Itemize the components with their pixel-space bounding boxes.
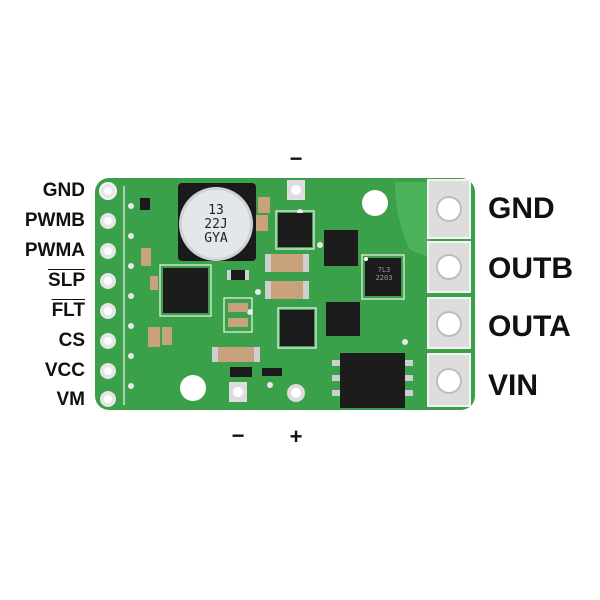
pin-label-cs: CS [58,330,85,351]
bottom-plus-label: + [289,424,303,449]
terminal-label-outa: OUTA [488,310,571,343]
regulator-ic [332,353,413,408]
left-header-pads [99,182,117,407]
terminal-label-gnd: GND [488,192,555,225]
right-terminal-pads [427,179,471,407]
mounting-hole-top [362,190,388,216]
capacitor-line-1: 13 [208,203,224,218]
driver-ic [163,268,208,313]
pin-label-gnd: GND [42,180,85,201]
small-ic-line-1: 7L3 [377,266,391,274]
vias [128,203,408,389]
pin-label-vcc: VCC [44,360,85,381]
pin-label-slp: SLP [48,270,85,291]
pin-label-pwma: PWMA [24,240,85,261]
capacitor-line-3: GYA [204,231,228,246]
mounting-hole-bottom [180,375,206,401]
terminal-label-outb: OUTB [488,252,573,285]
small-passives [140,197,282,377]
terminal-label-vin: VIN [488,369,539,402]
silkscreen [123,186,405,405]
ceramic-capacitors [212,254,309,362]
mosfets [278,213,360,346]
pin-label-flt: FLT [51,300,85,321]
copper-zone [395,182,430,258]
pin-label-pwmb: PWMB [24,210,85,231]
small-ic-marking: 7L3 2203 [372,266,396,282]
top-minus-label: − [289,146,303,171]
small-ic-line-2: 2203 [375,274,393,282]
current-sense-ic [365,258,401,296]
pin-label-vm: VM [56,389,86,410]
electrolytic-capacitor [178,183,256,261]
bottom-minus-label: − [231,423,245,448]
capacitor-marking: 13 22J GYA [196,204,236,246]
capacitor-line-2: 22J [204,217,228,232]
